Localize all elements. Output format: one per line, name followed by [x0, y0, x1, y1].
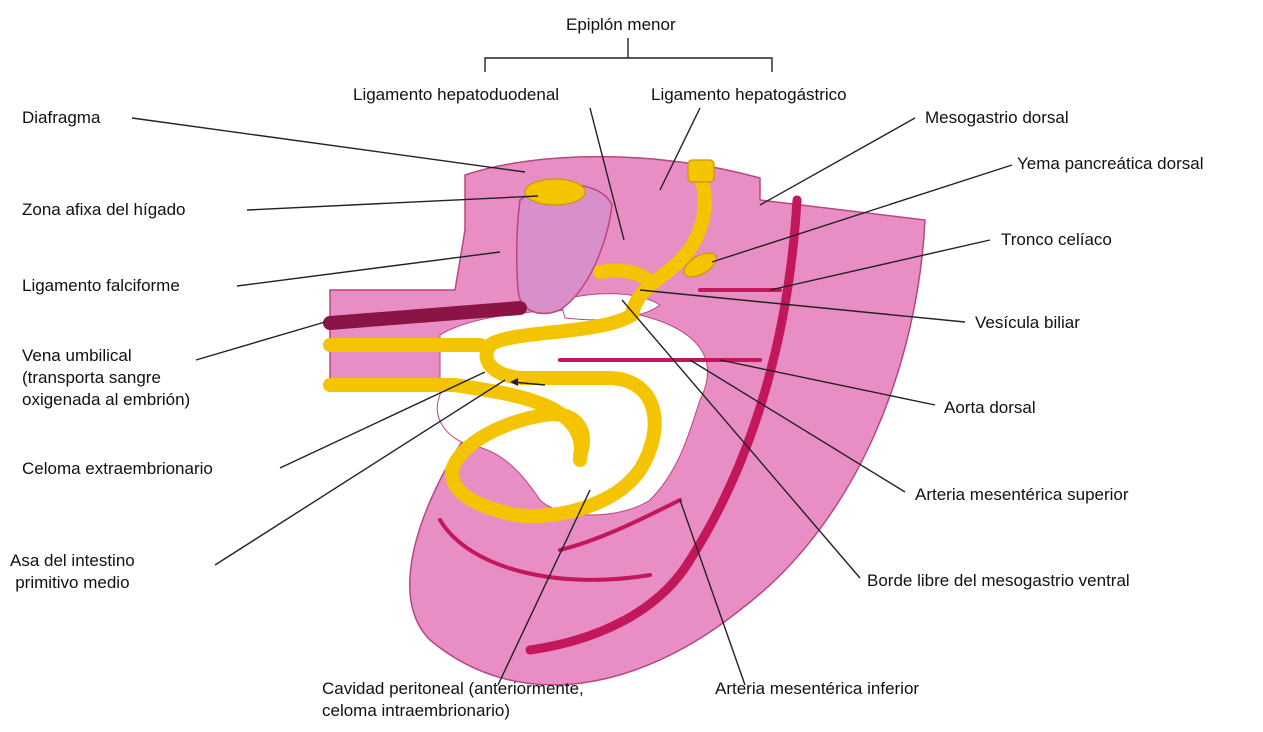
esophagus-stub — [688, 160, 714, 182]
label-ligamento-falciforme: Ligamento falciforme — [22, 275, 180, 297]
label-epiplon-menor: Epiplón menor — [566, 14, 676, 36]
label-ligamento-hepatoduodenal: Ligamento hepatoduodenal — [353, 84, 559, 106]
label-ligamento-hepatogastrico: Ligamento hepatogástrico — [651, 84, 847, 106]
label-tronco-celiaco: Tronco celíaco — [1001, 229, 1112, 251]
label-diafragma: Diafragma — [22, 107, 100, 129]
label-celoma-extraembrionario: Celoma extraembrionario — [22, 458, 213, 480]
bare-area-liver — [525, 179, 585, 205]
label-aorta-dorsal: Aorta dorsal — [944, 397, 1036, 419]
label-vena-umbilical: Vena umbilical (transporta sangre oxigen… — [22, 345, 190, 411]
label-yema-pancreatica-dorsal: Yema pancreática dorsal — [1017, 153, 1204, 175]
label-arteria-mesenterica-superior: Arteria mesentérica superior — [915, 484, 1129, 506]
label-vesicula-biliar: Vesícula biliar — [975, 312, 1080, 334]
label-borde-libre: Borde libre del mesogastrio ventral — [867, 570, 1130, 592]
label-asa-intestino: Asa del intestino primitivo medio — [10, 550, 135, 594]
label-mesogastrio-dorsal: Mesogastrio dorsal — [925, 107, 1069, 129]
label-arteria-mesenterica-inferior: Arteria mesentérica inferior — [715, 678, 919, 700]
label-cavidad-peritoneal: Cavidad peritoneal (anteriormente, celom… — [322, 678, 584, 722]
label-zona-afixa: Zona afixa del hígado — [22, 199, 186, 221]
